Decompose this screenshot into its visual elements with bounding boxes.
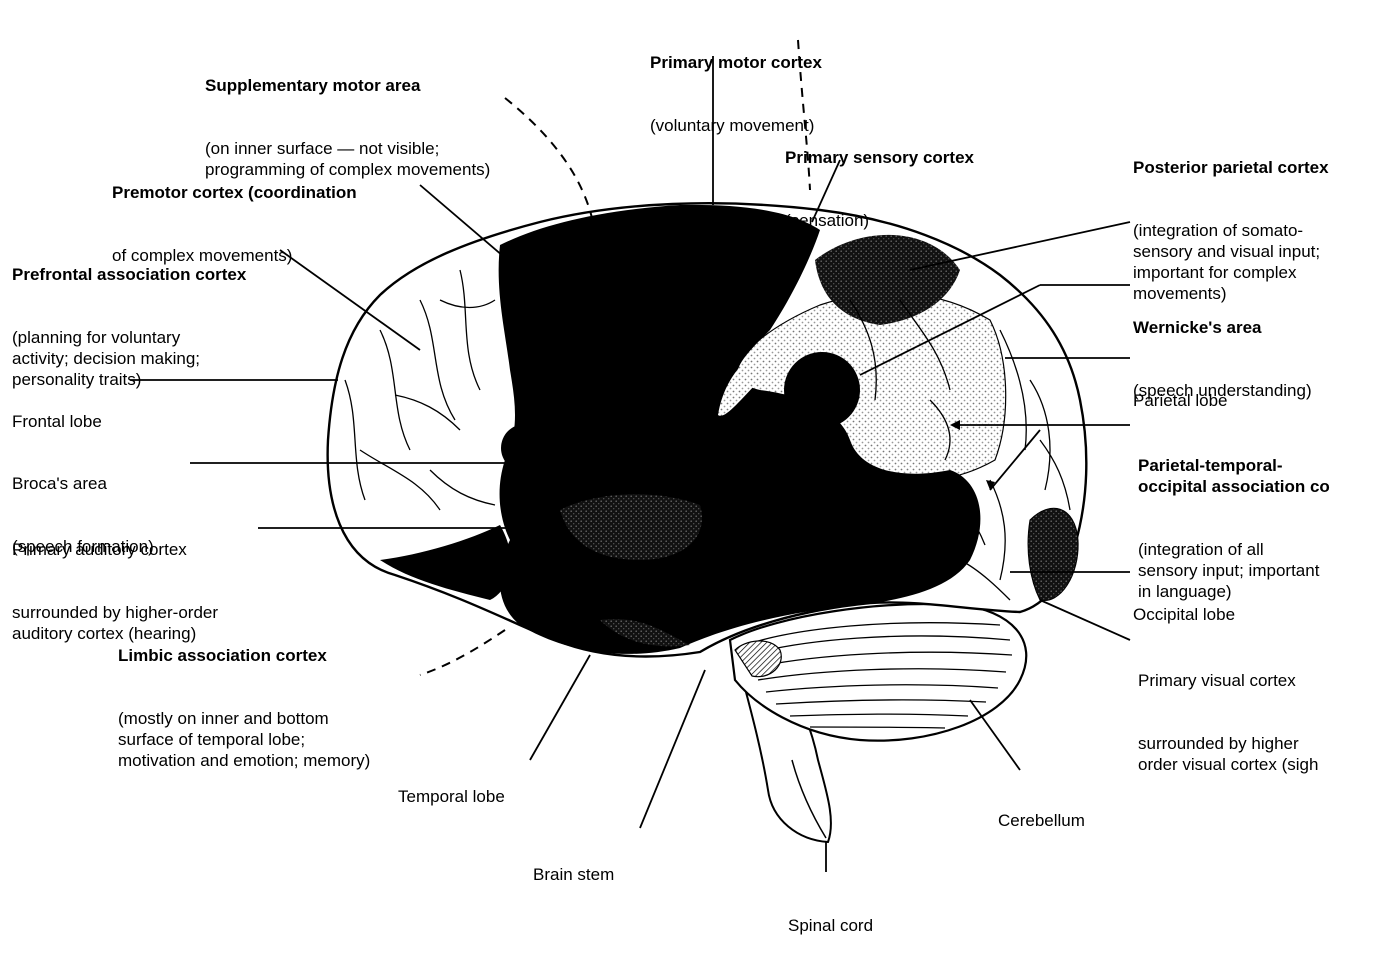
label-title: Spinal cord: [788, 915, 873, 936]
label-title: Frontal lobe: [12, 411, 102, 432]
label-title: Brain stem: [533, 864, 614, 885]
label-desc: surrounded by higher order visual cortex…: [1138, 733, 1318, 775]
visual-cortex-shape: [1028, 508, 1078, 600]
label-brain-stem: Brain stem: [533, 822, 614, 906]
label-desc: (mostly on inner and bottom surface of t…: [118, 708, 370, 771]
label-title: Parietal lobe: [1133, 390, 1228, 411]
label-title: Prefrontal association cortex: [12, 264, 246, 285]
label-spinal-cord: Spinal cord: [788, 873, 873, 957]
label-title: Primary motor cortex: [650, 52, 822, 73]
brain-diagram: Supplementary motor area (on inner surfa…: [0, 0, 1382, 896]
label-primary-sensory: Primary sensory cortex (sensation): [785, 105, 974, 252]
label-cerebellum: Cerebellum: [998, 768, 1085, 852]
label-title: Primary auditory cortex: [12, 539, 218, 560]
label-title: Primary sensory cortex: [785, 147, 974, 168]
label-title: Primary visual cortex: [1138, 670, 1318, 691]
label-title: Posterior parietal cortex: [1133, 157, 1329, 178]
label-primary-visual: Primary visual cortex surrounded by high…: [1138, 628, 1318, 796]
label-temporal-lobe: Temporal lobe: [398, 744, 505, 828]
label-limbic: Limbic association cortex (mostly on inn…: [118, 603, 370, 792]
label-title: Temporal lobe: [398, 786, 505, 807]
label-title: Cerebellum: [998, 810, 1085, 831]
label-title: Limbic association cortex: [118, 645, 370, 666]
label-title: Wernicke's area: [1133, 317, 1312, 338]
label-desc: (sensation): [785, 210, 974, 231]
label-title: Supplementary motor area: [205, 75, 490, 96]
label-title: Parietal-temporal- occipital association…: [1138, 455, 1330, 497]
label-title: Occipital lobe: [1133, 604, 1235, 625]
label-title: Premotor cortex (coordination: [112, 182, 357, 203]
label-title: Broca's area: [12, 473, 154, 494]
